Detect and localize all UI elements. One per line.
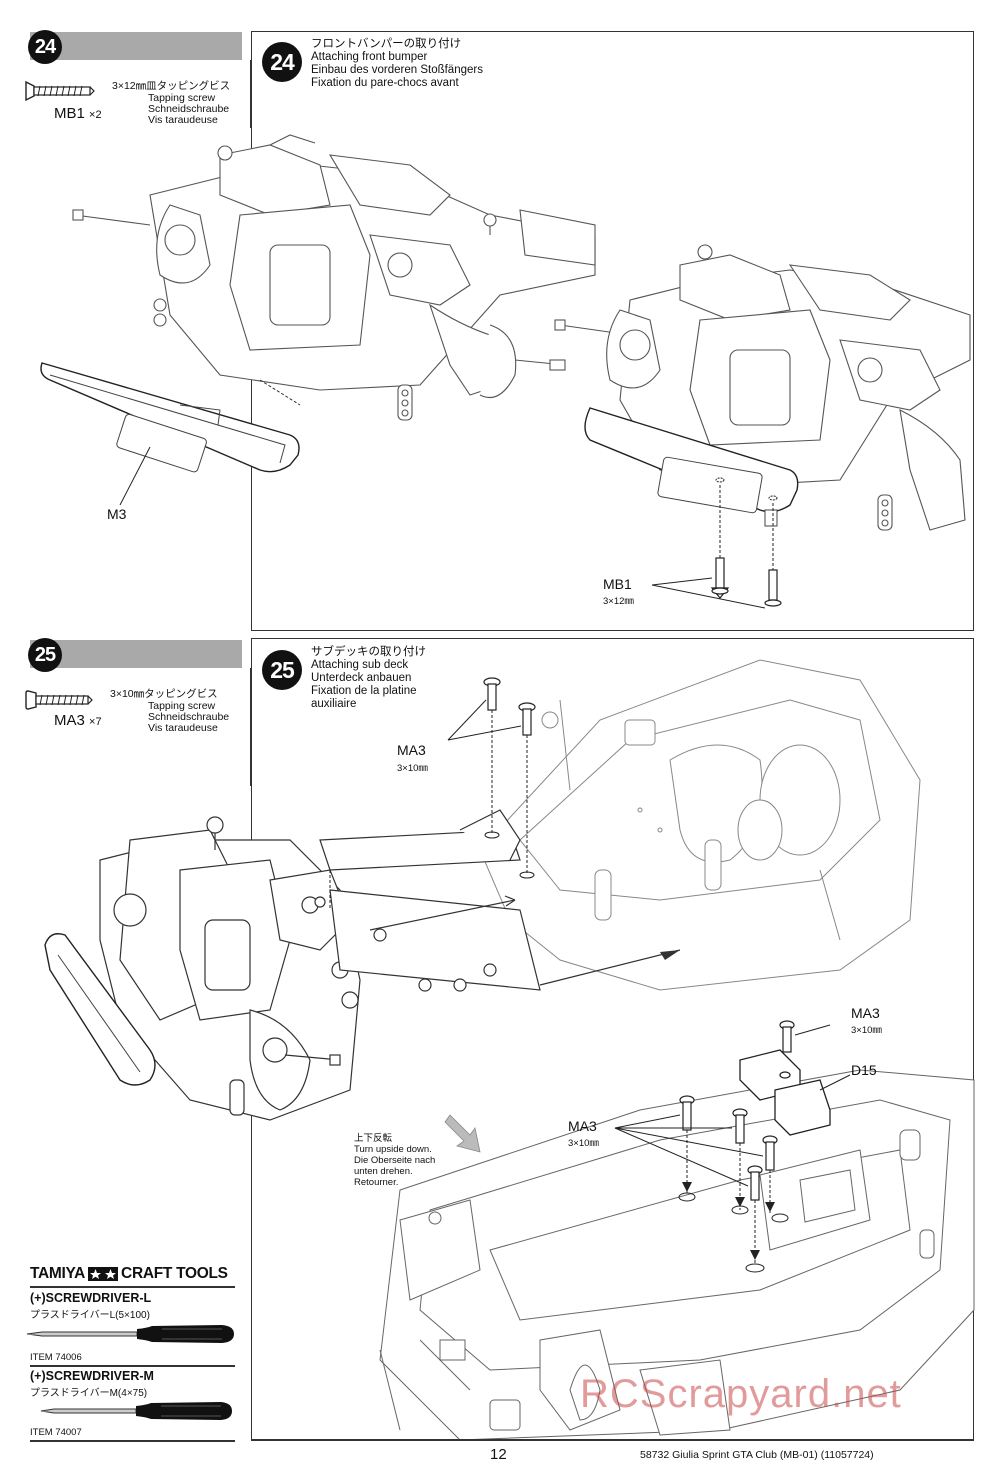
step25-callout2-dim: 3×10㎜ [851,1025,882,1036]
flip-en: Turn upside down. [354,1144,432,1155]
step25-callout1-dim: 3×10㎜ [397,763,428,774]
flip-de1: Die Oberseite nach [354,1155,436,1166]
tool2-item: ITEM 74007 [30,1427,82,1438]
screw-mb1-a [710,557,730,599]
step24-header-bar [30,32,242,60]
step25-part-qty: ×7 [89,716,102,728]
step24-badge: 24 [28,30,62,64]
front-chassis-illustration-24b [554,244,971,609]
step25-title-jp: サブデッキの取り付け [311,646,426,658]
step25-screw-en: Tapping screw [148,700,216,712]
page-number: 12 [490,1446,507,1463]
footer-title: 58732 Giulia Sprint GTA Club (MB-01) (11… [640,1449,874,1461]
step24-title-de: Einbau des vorderen Stoßfängers [311,64,483,76]
tool1-jp: プラスドライバーL(5×100) [30,1310,150,1321]
step24-title: フロントバンパーの取り付け Attaching front bumper Ein… [311,38,483,90]
tools-divider-1 [30,1286,235,1288]
flip-arrow-icon [444,1114,481,1153]
step24-label-m3: M3 [107,506,127,522]
step25-header-bar [30,640,242,668]
step25-column-divider [250,668,252,786]
tool2-jp: プラスドライバーM(4×75) [30,1388,148,1399]
screw-icon-mb1 [25,80,95,102]
step25-callout3-dim: 3×10㎜ [568,1138,599,1149]
flip-jp: 上下反転 [354,1133,393,1144]
step25-title-fr2: auxiliaire [311,698,357,710]
step24-screw-jp: 3×12㎜皿タッピングビス [112,80,231,92]
step25-part-code-text: MA3 [54,712,85,729]
step25-screw-de: Schneidschraube [148,711,230,723]
tool1-item: ITEM 74006 [30,1352,82,1363]
step24-screw-fr: Vis taraudeuse [148,114,218,126]
step25-title: サブデッキの取り付け Attaching sub deck Unterdeck … [311,646,426,711]
step24-part-code-text: MB1 [54,105,85,122]
step24-screw-de: Schneidschraube [148,103,230,115]
step24-title-jp: フロントバンパーの取り付け [311,38,462,50]
step25-label-d15: D15 [851,1062,877,1078]
step24-label-mb1: MB1 [603,576,632,592]
step25-callout2-code: MA3 [851,1005,880,1021]
step25-title-en: Attaching sub deck [311,659,409,671]
step25-callout3-code: MA3 [568,1118,597,1134]
tools-divider-2 [30,1365,235,1367]
step24-column-divider [250,60,252,128]
step24-part-code: MB1 ×2 [54,105,102,122]
step24-title-en: Attaching front bumper [311,51,428,63]
step25-main-badge: 25 [262,650,302,690]
step25-part-code: MA3 ×7 [54,712,102,729]
step24-title-fr: Fixation du pare-chocs avant [311,77,459,89]
tool1-name: (+)SCREWDRIVER-L [30,1291,152,1305]
tamiya-star-icon [88,1267,119,1281]
step24-label-mb1-dim: 3×12㎜ [603,596,634,607]
tamiya-craft-tools-logo: TAMIYA CRAFT TOOLS [30,1265,228,1283]
footer-rule [251,1439,974,1441]
flip-de2: unten drehen. [354,1166,413,1177]
watermark: RCScrapyard.net [580,1372,902,1416]
step24-screw-en: Tapping screw [148,92,216,104]
step25-badge: 25 [28,638,62,672]
step25-callout1-code: MA3 [397,742,426,758]
front-chassis-illustration-24a [40,134,596,506]
brand-name: TAMIYA [30,1265,86,1282]
step25-screw-fr: Vis taraudeuse [148,722,218,734]
flip-instruction: 上下反転 Turn upside down. Die Oberseite nac… [354,1133,435,1188]
step25-title-fr1: Fixation de la platine [311,685,417,697]
sub-deck-illustration [44,659,921,1121]
flip-fr: Retourner. [354,1177,399,1188]
screwdriver-m-icon [40,1402,232,1420]
tools-divider-3 [30,1440,235,1442]
screw-mb1-b [764,569,782,607]
step24-part-qty: ×2 [89,109,102,121]
screw-icon-ma3 [25,690,93,710]
step25-screw-jp: 3×10㎜タッピングビス [110,688,218,700]
underside-illustration [379,1020,975,1441]
brand-suffix: CRAFT TOOLS [121,1265,228,1282]
step25-title-de: Unterdeck anbauen [311,672,412,684]
step24-main-badge: 24 [262,42,302,82]
tool2-name: (+)SCREWDRIVER-M [30,1369,154,1383]
screwdriver-l-icon [26,1325,234,1343]
